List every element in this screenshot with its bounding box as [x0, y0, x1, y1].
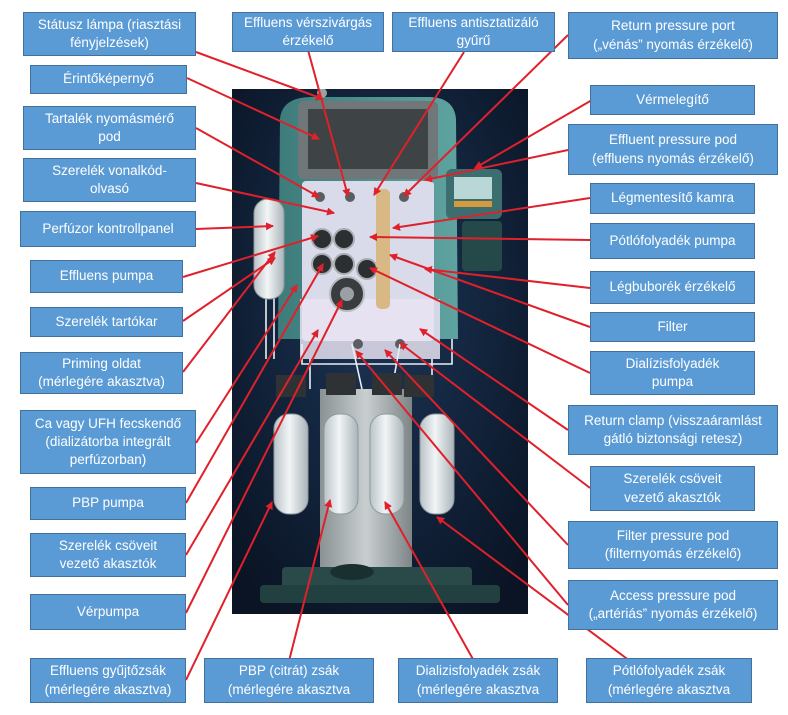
- label-deaeration-chamber: Légmentesítő kamra: [590, 183, 755, 214]
- label-tube-hooks-right: Szerelék csöveit vezető akasztók: [590, 466, 755, 511]
- arrow-pbp-bag: [288, 499, 333, 662]
- arrow-air-bubble-detector: [424, 265, 591, 289]
- label-syringe: Ca vagy UFH fecskendő (dializátorba inte…: [20, 410, 196, 474]
- label-blood-pump: Vérpumpa: [30, 594, 186, 630]
- label-effluent-bag: Effluens gyűjtőzsák (mérlegére akasztva): [30, 658, 186, 703]
- label-perfusor-panel: Perfúzor kontrollpanel: [20, 211, 196, 247]
- arrow-access-pressure-pod: [355, 350, 569, 606]
- label-barcode-reader: Szerelék vonalkód- olvasó: [23, 158, 196, 202]
- label-filter: Filter: [590, 312, 755, 342]
- arrow-deaeration-chamber: [392, 197, 591, 231]
- arrow-blood-leak: [307, 49, 351, 197]
- label-set-holder: Szerelék tartókar: [30, 307, 183, 337]
- label-tube-hooks-left: Szerelék csöveit vezető akasztók: [30, 533, 186, 577]
- label-effluent-pressure-pod: Effluent pressure pod (effluens nyomás é…: [568, 124, 778, 175]
- arrow-syringe: [195, 284, 298, 444]
- label-replacement-pump: Pótlófolyadék pumpa: [590, 223, 755, 259]
- arrow-replacement-pump: [369, 233, 591, 242]
- label-priming-solution: Priming oldat (mérlegére akasztva): [20, 352, 183, 394]
- label-antistatic-ring: Effluens antisztatizáló gyűrű: [392, 12, 555, 52]
- label-access-pressure-pod: Access pressure pod („artériás” nyomás é…: [568, 580, 778, 630]
- arrow-effluent-bag: [185, 501, 273, 681]
- arrow-blood-warmer: [474, 99, 593, 169]
- arrow-perfusor-panel: [195, 222, 274, 231]
- label-air-bubble-detector: Légbuborék érzékelő: [590, 271, 755, 304]
- label-pbp-pump: PBP pumpa: [30, 487, 186, 520]
- label-pbp-bag: PBP (citrát) zsák (mérlegére akasztva: [204, 658, 374, 703]
- label-touchscreen: Érintőképernyő: [30, 65, 187, 94]
- arrow-filter: [389, 253, 591, 328]
- arrow-tube-hooks-right: [399, 342, 591, 489]
- arrow-dialysate-pump: [369, 267, 591, 374]
- arrow-blood-pump: [185, 299, 343, 614]
- arrow-status-lamp: [195, 51, 324, 101]
- label-blood-leak-detector: Effluens vérszivárgás érzékelő: [232, 12, 384, 52]
- arrow-pbp-pump: [185, 263, 324, 504]
- arrow-barcode-reader: [195, 182, 335, 216]
- arrow-priming-solution: [182, 251, 276, 373]
- label-effluent-pump: Effluens pumpa: [30, 260, 183, 293]
- arrow-return-clamp: [419, 328, 569, 431]
- arrow-tube-hooks-left: [185, 329, 319, 556]
- label-return-clamp: Return clamp (visszaáramlást gátló bizto…: [568, 405, 778, 455]
- label-dialysate-bag: Dializisfolyadék zsák (mérlegére akasztv…: [398, 658, 558, 703]
- label-status-lamp: Státusz lámpa (riasztási fényjelzések): [23, 12, 196, 56]
- label-dialysate-pump: Dialízisfolyadék pumpa: [590, 351, 755, 395]
- arrow-filter-pressure-pod: [384, 349, 569, 546]
- arrow-replacement-bag: [436, 516, 631, 662]
- label-blood-warmer: Vérmelegítő: [590, 85, 755, 115]
- label-replacement-bag: Pótlófolyadék zsák (mérlegére akasztva: [586, 658, 752, 703]
- label-return-pressure-port: Return pressure port („vénás” nyomás érz…: [568, 12, 778, 59]
- arrow-return-pressure-port: [403, 34, 569, 197]
- label-spare-pressure-pod: Tartalék nyomásmérő pod: [23, 106, 196, 150]
- arrow-touchscreen: [186, 77, 320, 140]
- arrow-spare-pressure-pod: [195, 127, 320, 198]
- arrow-antistatic-ring: [373, 51, 465, 196]
- arrow-effluent-pressure-pod: [424, 149, 569, 183]
- arrow-dialysate-bag: [384, 501, 475, 662]
- label-filter-pressure-pod: Filter pressure pod (filternyomás érzéke…: [568, 521, 778, 569]
- arrow-set-holder: [182, 257, 276, 322]
- arrow-effluent-pump: [182, 234, 319, 278]
